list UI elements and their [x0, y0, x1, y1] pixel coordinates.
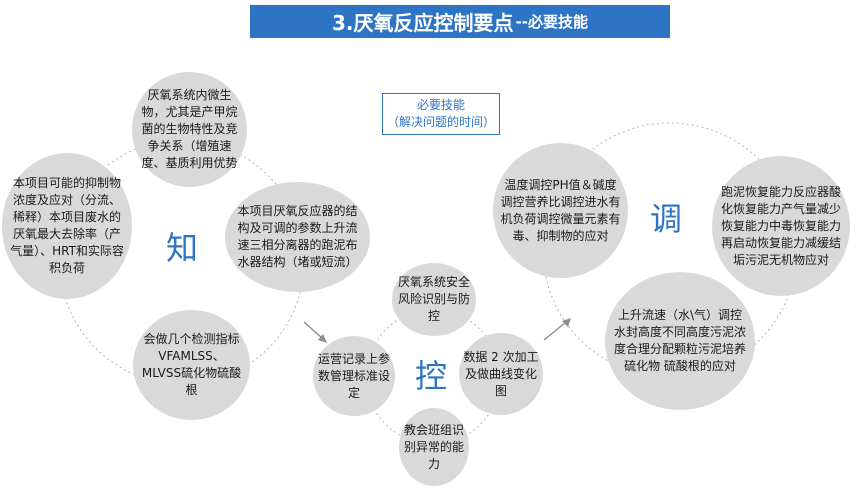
section-zhi: 知: [166, 229, 199, 267]
skills-tag: 必要技能 （解决问题的时间）: [382, 93, 500, 135]
circle-data-processing: 数据 2 次加工及做曲线变化图: [459, 333, 543, 415]
arrow-1: [303, 321, 323, 339]
circle-team-training: 教会班组识别异常的能力: [399, 408, 469, 486]
circle-microbe-knowledge: 厌氧系统内微生物，尤其是产甲烷菌的生物特性及竞争关系（增殖速度、基质利用优势: [132, 72, 247, 187]
circle-testing-indicators: 会做几个检测指标VFAMLSS、MLVSS硫化物硫酸根: [133, 310, 250, 420]
section-tiao: 调: [650, 200, 683, 238]
circle-reactor-structure: 本项目厌氧反应器的结构及可调的参数上升流速三相分离器的跑泥布水器结构（堵或短流）: [225, 182, 370, 292]
skills-tag-line2: （解决问题的时间）: [386, 115, 495, 129]
arrow-2-head: [562, 318, 571, 327]
skills-tag-line1: 必要技能: [416, 98, 465, 112]
section-kong: 控: [415, 357, 448, 395]
page-title: 3.厌氧反应控制要点: [332, 11, 514, 35]
circle-regulation-params: 温度调控PH值＆碱度调控营养比调控进水有机负荷调控微量元素有毒、抑制物的应对: [493, 143, 628, 278]
circle-flow-control: 上升流速（水\气）调控水封高度不同高度污泥浓度合理分配颗粒污泥培养硫化物 硫酸根…: [605, 272, 755, 410]
circle-inhibitor-knowledge: 本项目可能的抑制物浓度及应对（分流、稀释）本项目废水的厌氧最大去除率（产气量）、…: [2, 153, 132, 299]
circle-operation-records: 运营记录上参数管理标准设定: [313, 336, 395, 416]
circle-safety-risk: 厌氧系统安全风险识别与防控: [392, 263, 476, 336]
page-subtitle: --必要技能: [515, 13, 588, 31]
arrow-1-head: [318, 334, 327, 343]
arrow-2: [543, 321, 567, 341]
title-banner: 3.厌氧反应控制要点 --必要技能: [250, 5, 670, 38]
circle-recovery-abilities: 跑泥恢复能力反应器酸化恢复能力产气量减少恢复能力中毒恢复能力再启动恢复能力减缓结…: [712, 156, 850, 296]
